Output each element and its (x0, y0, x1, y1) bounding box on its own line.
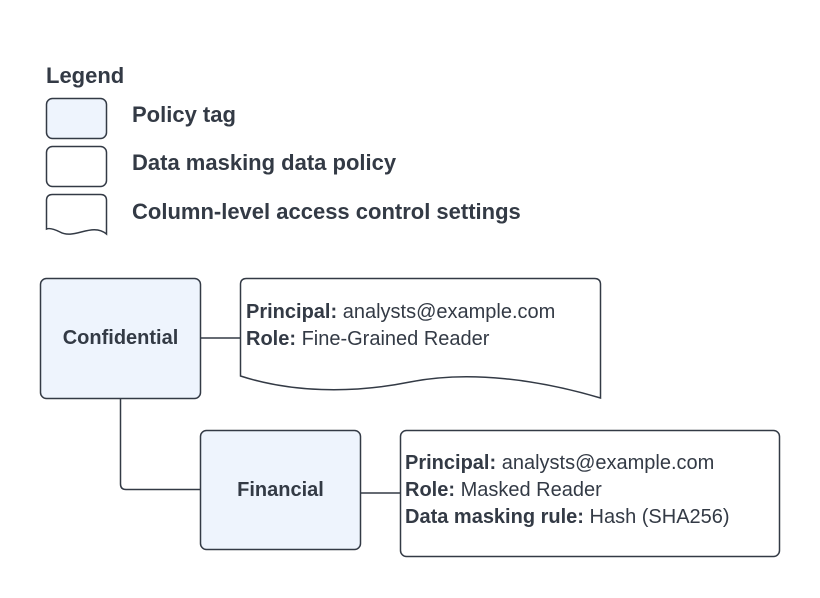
settings-role-row: Role: Fine-Grained Reader (246, 326, 555, 353)
legend-label-data-masking-policy: Data masking data policy (132, 150, 397, 175)
financial-policy-tag-box (199, 429, 362, 551)
access-control-settings-text: Principal: analysts@example.com Role: Fi… (246, 299, 555, 353)
legend-label-access-control-settings: Column-level access control settings (132, 199, 521, 224)
settings-role-value: Fine-Grained Reader (301, 328, 490, 350)
data-masking-policy-box (399, 429, 781, 558)
policy-role-key: Role: (405, 479, 455, 501)
policy-masking-rule-key: Data masking rule: (405, 506, 584, 528)
confidential-policy-tag-box (39, 277, 202, 400)
confidential-label: Confidential (62, 327, 179, 349)
legend-label-policy-tag: Policy tag (132, 102, 236, 127)
policy-role-value: Masked Reader (460, 479, 602, 501)
policy-role-row: Role: Masked Reader (405, 477, 730, 504)
legend-swatch-data-masking-policy (45, 145, 108, 188)
legend-swatch-policy-tag (45, 97, 108, 140)
settings-principal-row: Principal: analysts@example.com (246, 299, 555, 326)
policy-masking-rule-row: Data masking rule: Hash (SHA256) (405, 504, 730, 531)
financial-label: Financial (237, 478, 324, 501)
settings-principal-key: Principal: (246, 301, 338, 323)
policy-masking-rule-value: Hash (SHA256) (589, 506, 730, 528)
settings-principal-value: analysts@example.com (342, 301, 556, 323)
legend-title: Legend (46, 63, 125, 88)
policy-principal-value: analysts@example.com (501, 452, 715, 474)
policy-principal-row: Principal: analysts@example.com (405, 450, 730, 477)
legend-swatch-access-control-settings (45, 193, 108, 236)
connector-confidential-to-financial (119, 398, 200, 491)
access-control-settings-box (239, 277, 602, 400)
policy-principal-key: Principal: (405, 452, 497, 474)
data-masking-policy-text: Principal: analysts@example.com Role: Ma… (405, 450, 730, 531)
settings-role-key: Role: (246, 328, 296, 350)
